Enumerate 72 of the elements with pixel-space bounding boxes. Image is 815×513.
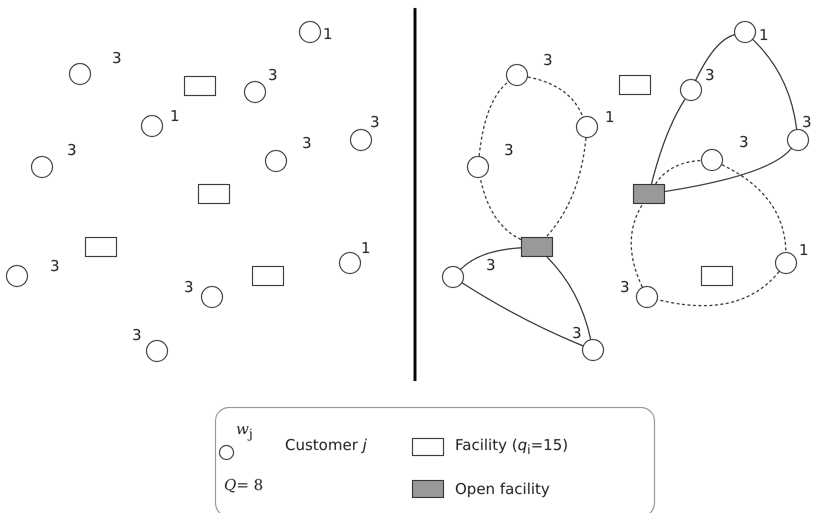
customer-circle xyxy=(244,81,266,103)
demand-weight: 1 xyxy=(605,108,615,126)
facility-box xyxy=(252,266,284,286)
demand-weight: 3 xyxy=(705,66,715,84)
route-line xyxy=(480,178,522,240)
customer-circle xyxy=(582,339,604,361)
facility-box xyxy=(701,266,733,286)
route-line xyxy=(664,148,792,192)
route-line xyxy=(460,247,522,270)
customer-circle xyxy=(6,265,28,287)
route-line xyxy=(528,76,584,118)
open-facility-box xyxy=(633,184,665,204)
route-line xyxy=(478,81,509,156)
legend-label: Customer j xyxy=(285,436,367,454)
weight-symbol: w$_{j}$ xyxy=(236,420,253,443)
customer-circle xyxy=(339,252,361,274)
customer-circle xyxy=(299,21,321,43)
route-line xyxy=(630,204,644,288)
customer-circle xyxy=(442,266,464,288)
open-facility-box xyxy=(521,237,553,257)
demand-weight: 3 xyxy=(302,134,312,152)
demand-weight: 3 xyxy=(543,51,553,69)
customer-circle xyxy=(467,156,489,178)
customer-circle xyxy=(701,149,723,171)
demand-weight: 3 xyxy=(370,113,380,131)
customer-circle xyxy=(506,64,528,86)
demand-weight: 3 xyxy=(739,133,749,151)
route-line xyxy=(655,160,702,184)
demand-weight: 3 xyxy=(132,326,142,344)
route-line xyxy=(695,34,735,80)
demand-weight: 3 xyxy=(112,49,122,67)
demand-weight: 3 xyxy=(50,257,60,275)
facility-box xyxy=(85,237,117,257)
demand-weight: 1 xyxy=(361,239,371,257)
demand-weight: 3 xyxy=(620,278,630,296)
customer-circle xyxy=(636,286,658,308)
demand-weight: 3 xyxy=(572,324,582,342)
demand-weight: 3 xyxy=(504,141,514,159)
customer-circle xyxy=(201,286,223,308)
demand-weight: 3 xyxy=(184,278,194,296)
customer-circle xyxy=(576,116,598,138)
customer-circle xyxy=(734,21,756,43)
customer-circle xyxy=(69,63,91,85)
capacity-note: Q= 8 xyxy=(224,476,264,494)
customer-circle xyxy=(775,252,797,274)
facility-box xyxy=(198,184,230,204)
customer-circle xyxy=(350,129,372,151)
facility-box xyxy=(184,76,216,96)
legend-label: Facility (q$_{i}$=15) xyxy=(455,436,568,459)
customer-circle xyxy=(787,129,809,151)
customer-circle xyxy=(680,79,702,101)
route-line xyxy=(722,164,786,252)
demand-weight: 1 xyxy=(799,241,809,259)
customer-circle xyxy=(141,115,163,137)
route-line xyxy=(658,271,780,306)
customer-circle xyxy=(146,340,168,362)
route-line xyxy=(650,98,686,184)
demand-weight: 1 xyxy=(170,107,180,125)
demand-weight: 3 xyxy=(486,256,496,274)
demand-weight: 1 xyxy=(759,26,769,44)
legend-label: Open facility xyxy=(455,480,550,498)
demand-weight: 3 xyxy=(67,141,77,159)
route-line xyxy=(462,282,584,346)
demand-weight: 1 xyxy=(323,25,333,43)
route-line xyxy=(546,256,592,340)
facility-box xyxy=(619,75,651,95)
route-line xyxy=(752,39,798,130)
customer-circle xyxy=(31,156,53,178)
demand-weight: 3 xyxy=(802,113,812,131)
customer-circle xyxy=(265,150,287,172)
route-line xyxy=(546,138,586,238)
demand-weight: 3 xyxy=(268,66,278,84)
